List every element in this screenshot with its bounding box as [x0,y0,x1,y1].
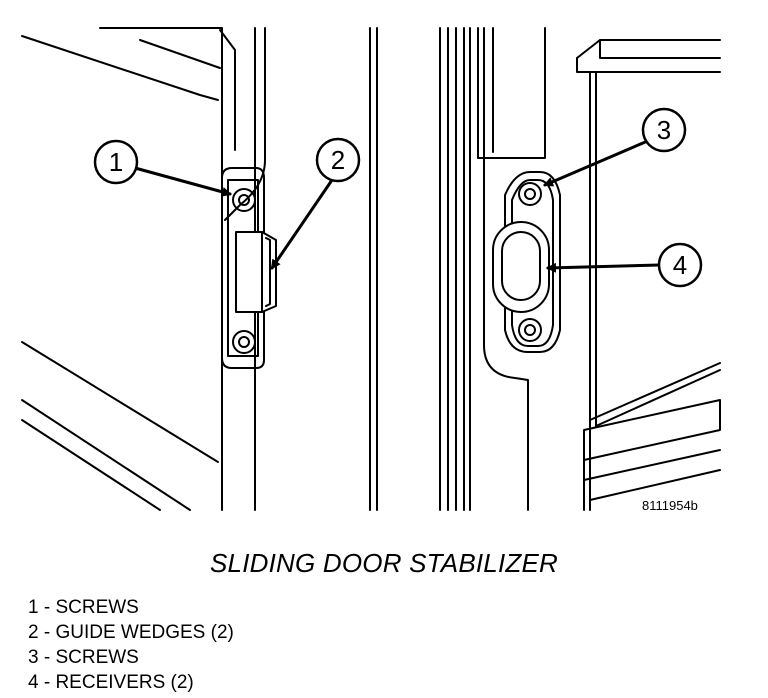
legend-item-3: 3 - SCREWS [28,647,139,668]
callout-4: 4 [657,242,703,288]
right-body-panel [439,27,721,511]
legend-item-1: 1 - SCREWS [28,597,139,618]
screw-lower-left [232,330,256,354]
guide-wedge [235,231,277,313]
callout-2: 2 [315,137,361,183]
receiver-slot [492,221,550,313]
receiver-plate [492,171,561,353]
leader-4 [546,262,662,273]
legend-item-2: 2 - GUIDE WEDGES (2) [28,622,234,643]
leader-3 [543,138,652,187]
callout-1: 1 [93,139,139,185]
figure-title: SLIDING DOOR STABILIZER [210,548,558,578]
leader-2 [270,178,334,270]
screw-lower-right [518,318,542,342]
callout-3: 3 [641,107,687,153]
legend-item-4: 4 - RECEIVERS (2) [28,672,194,693]
figure-id: 8111954b [642,498,698,513]
screw-upper-left [232,188,256,212]
left-door-panel [21,27,378,511]
callout-1-label: 1 [109,147,123,177]
callout-2-label: 2 [331,145,345,175]
guide-wedge-plate [221,167,277,369]
legend: 1 - SCREWS 2 - GUIDE WEDGES (2) 3 - SCRE… [28,595,234,695]
callout-3-label: 3 [657,115,671,145]
leader-1 [133,166,232,197]
stabilizer-illustration: 1 2 3 4 [21,27,721,511]
screw-upper-right [518,182,542,206]
callout-4-label: 4 [673,250,687,280]
callout-leaders [133,138,662,273]
